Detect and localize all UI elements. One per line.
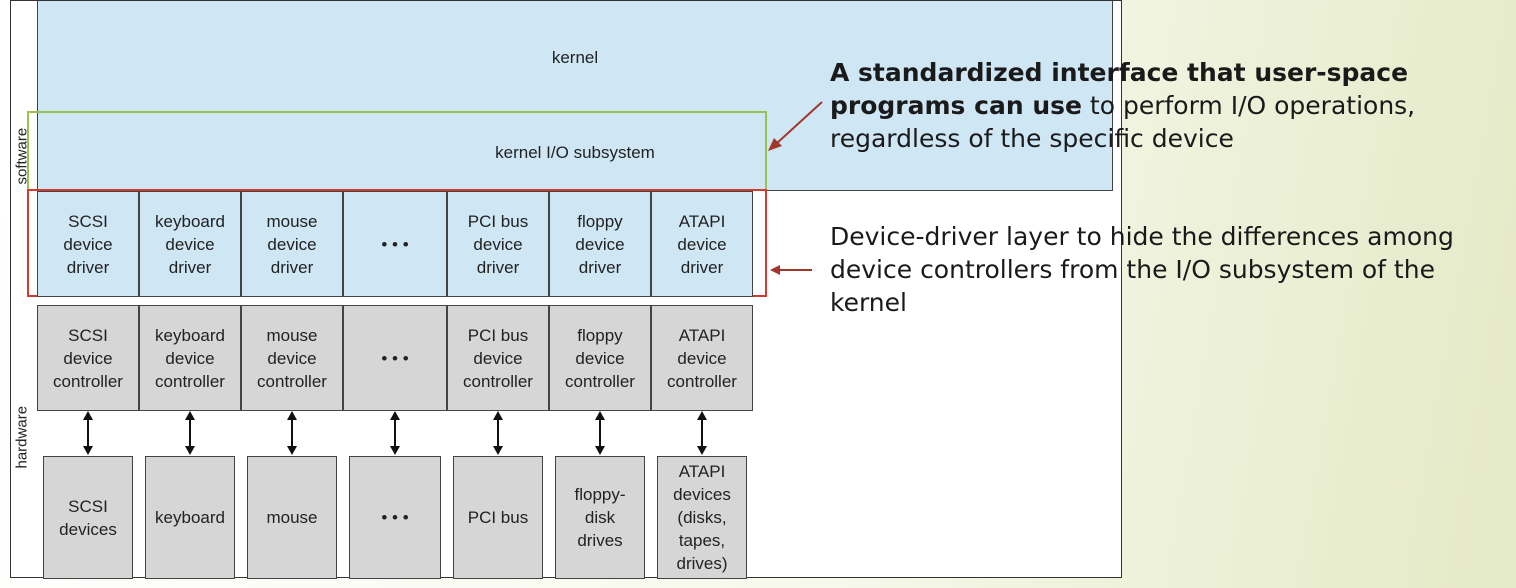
driver-box-4: PCI bus device driver: [447, 191, 549, 297]
controller-box-4: PCI bus device controller: [447, 305, 549, 411]
driver-box-2: mouse device driver: [241, 191, 343, 297]
interface-callout-bold: A standardized interface that user-space…: [830, 58, 1409, 120]
driver-box-6: ATAPI device driver: [651, 191, 753, 297]
controller-box-0: SCSI device controller: [37, 305, 139, 411]
driver-box-1: keyboard device driver: [139, 191, 241, 297]
bus-arrow-0: [83, 411, 93, 455]
kernel-io-subsystem: kernel I/O subsystem: [37, 113, 1113, 191]
interface-callout: A standardized interface that user-space…: [830, 56, 1500, 155]
interface-pointer-arrow: [768, 101, 823, 151]
controller-box-2: mouse device controller: [241, 305, 343, 411]
interface-highlight: [27, 111, 767, 191]
bus-arrow-1: [185, 411, 195, 455]
kernel-box: kernel: [37, 1, 1113, 191]
driver-layer-callout: Device-driver layer to hide the differen…: [830, 222, 1454, 317]
device-box-1: keyboard: [145, 456, 235, 579]
device-box-3: • • •: [349, 456, 441, 579]
driver-pointer-arrow: [770, 265, 812, 275]
kernel-label: kernel: [551, 48, 599, 67]
driver-box-3: • • •: [343, 191, 447, 297]
controller-box-6: ATAPI device controller: [651, 305, 753, 411]
bus-arrow-6: [697, 411, 707, 455]
controller-box-3: • • •: [343, 305, 447, 411]
bus-arrow-3: [390, 411, 400, 455]
device-box-4: PCI bus: [453, 456, 543, 579]
kernel-io-subsystem-label: kernel I/O subsystem: [495, 142, 655, 162]
device-box-0: SCSI devices: [43, 456, 133, 579]
bus-arrow-5: [595, 411, 605, 455]
device-box-5: floppy- disk drives: [555, 456, 645, 579]
controller-box-1: keyboard device controller: [139, 305, 241, 411]
io-structure-diagram: software hardware kernel kernel I/O subs…: [10, 0, 1122, 579]
bus-arrow-2: [287, 411, 297, 455]
device-box-2: mouse: [247, 456, 337, 579]
driver-box-0: SCSI device driver: [37, 191, 139, 297]
device-box-6: ATAPI devices (disks, tapes, drives): [657, 456, 747, 579]
controller-box-5: floppy device controller: [549, 305, 651, 411]
bus-arrow-4: [493, 411, 503, 455]
driver-box-5: floppy device driver: [549, 191, 651, 297]
interface-callout-rest: to perform I/O operations, regardless of…: [830, 91, 1416, 153]
hardware-label: hardware: [13, 405, 31, 469]
